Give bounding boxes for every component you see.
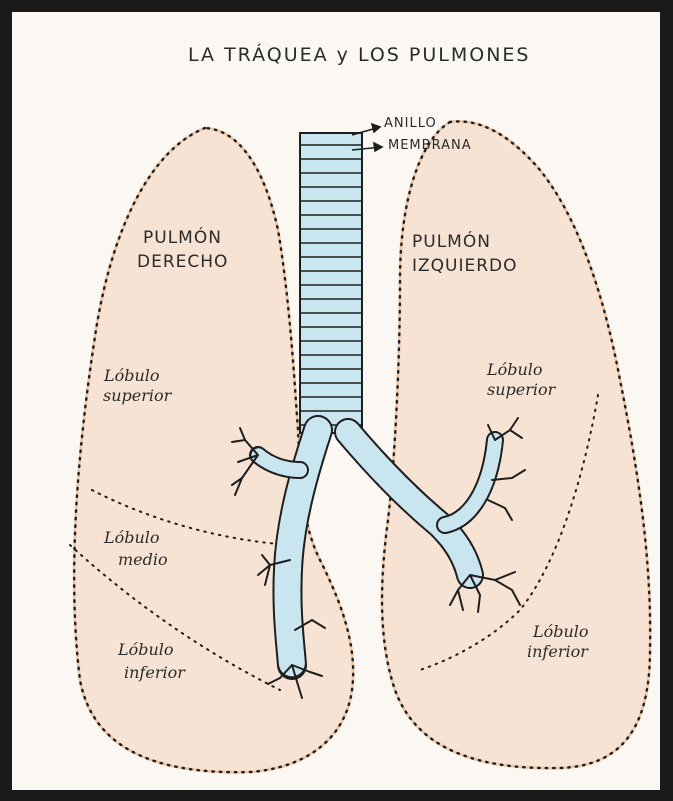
right-upper-lobe-label-2: superior	[103, 386, 171, 405]
trachea-rings	[300, 145, 362, 425]
left-lower-lobe-label-1: Lóbulo	[533, 622, 589, 641]
right-lung-label-line1: PULMÓN	[143, 228, 222, 248]
right-middle-lobe-label-2: medio	[118, 550, 168, 569]
right-upper-lobe-label-1: Lóbulo	[104, 366, 160, 385]
membrana-label: MEMBRANA	[388, 138, 472, 153]
left-lower-lobe-label-2: inferior	[527, 642, 588, 661]
anillo-label: ANILLO	[384, 116, 437, 131]
left-lung-label-line1: PULMÓN	[412, 232, 491, 252]
left-lung-label-line2: IZQUIERDO	[412, 256, 518, 276]
left-upper-lobe-label-1: Lóbulo	[487, 360, 543, 379]
page-title: LA TRÁQUEA y LOS PULMONES	[188, 44, 531, 66]
right-lung-label-line2: DERECHO	[137, 252, 228, 272]
trachea-tube	[300, 133, 362, 433]
right-middle-lobe-label-1: Lóbulo	[104, 528, 160, 547]
right-lower-lobe-label-1: Lóbulo	[118, 640, 174, 659]
left-upper-lobe-label-2: superior	[487, 380, 555, 399]
right-lower-lobe-label-2: inferior	[124, 663, 185, 682]
trachea	[300, 133, 362, 433]
